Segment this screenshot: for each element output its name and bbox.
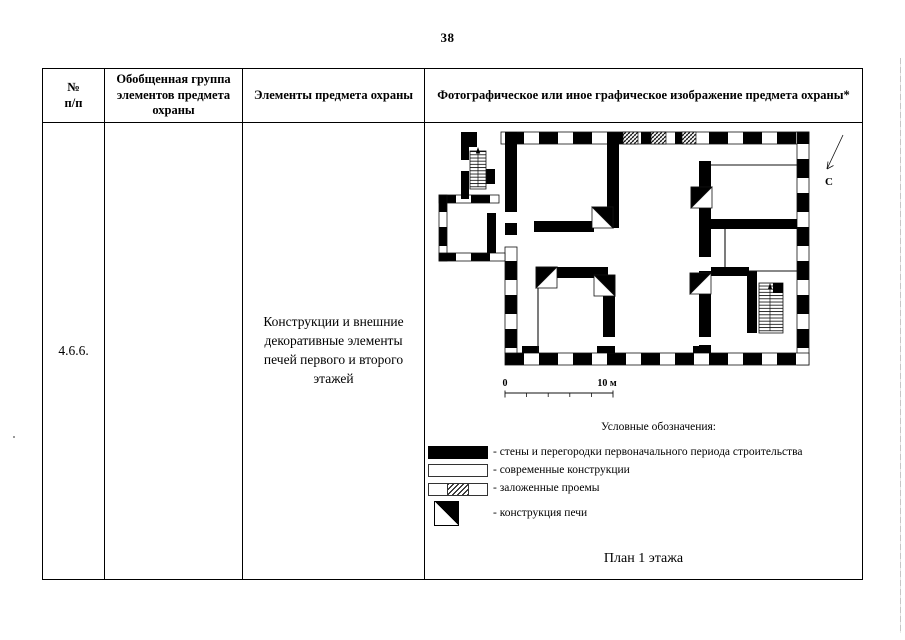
stove-symbols <box>535 186 713 297</box>
page-number: 38 <box>440 30 455 45</box>
legend-item-modern-structures: - современные конструкции <box>425 464 862 478</box>
infilled-openings <box>622 131 697 145</box>
north-label: С <box>825 176 833 188</box>
legend-label: - стены и перегородки первоначального пе… <box>493 446 803 458</box>
legend-label: - заложенные проемы <box>493 482 600 495</box>
row-number-cell: 4.6.6. <box>42 122 105 580</box>
original-walls-swatch <box>428 446 488 460</box>
figure-cell: С 0 10 м Ус <box>424 122 863 580</box>
staircase-upper-left <box>469 147 487 190</box>
legend-item-stove: - конструкция печи <box>425 501 862 527</box>
scale-bar: 0 10 м <box>503 378 617 398</box>
col-header-group: Обобщенная группа элементов предмета охр… <box>104 68 243 123</box>
group-cell <box>104 122 243 580</box>
north-arrow-icon: С <box>825 134 844 188</box>
staircase-lower-right <box>758 282 784 334</box>
legend: Условные обозначения: - стены и перегоро… <box>425 421 862 527</box>
element-cell: Конструкции и внешние декоративные элеме… <box>242 122 425 580</box>
header-row: № п/п Обобщенная группа элементов предме… <box>42 68 863 123</box>
modern-partitions <box>537 164 797 353</box>
legend-label: - конструкция печи <box>493 507 588 520</box>
modern-structures-swatch <box>428 464 488 478</box>
floor-plan-drawing: С 0 10 м <box>438 131 844 398</box>
infilled-openings-swatch <box>428 482 488 496</box>
scale-end-label: 10 м <box>597 378 617 389</box>
legend-label: - современные конструкции <box>493 464 630 477</box>
scale-start-label: 0 <box>503 378 508 389</box>
figure-caption: План 1 этажа <box>603 550 684 566</box>
scan-artifact-line <box>900 58 901 633</box>
perimeter-walls <box>438 131 810 366</box>
legend-title: Условные обозначения: <box>600 421 717 433</box>
table-row: 4.6.6. Конструкции и внешние декоративны… <box>42 122 863 580</box>
scan-artifact-dot <box>13 436 15 438</box>
legend-item-infilled-openings: - заложенные проемы <box>425 482 862 496</box>
protection-subjects-table: № п/п Обобщенная группа элементов предме… <box>42 68 863 580</box>
col-header-number: № п/п <box>42 68 105 123</box>
col-header-image: Фотографическое или иное графическое изо… <box>424 68 863 123</box>
col-header-elements: Элементы предмета охраны <box>242 68 425 123</box>
stove-structure-swatch <box>434 501 459 527</box>
legend-item-original-walls: - стены и перегородки первоначального пе… <box>425 446 862 460</box>
